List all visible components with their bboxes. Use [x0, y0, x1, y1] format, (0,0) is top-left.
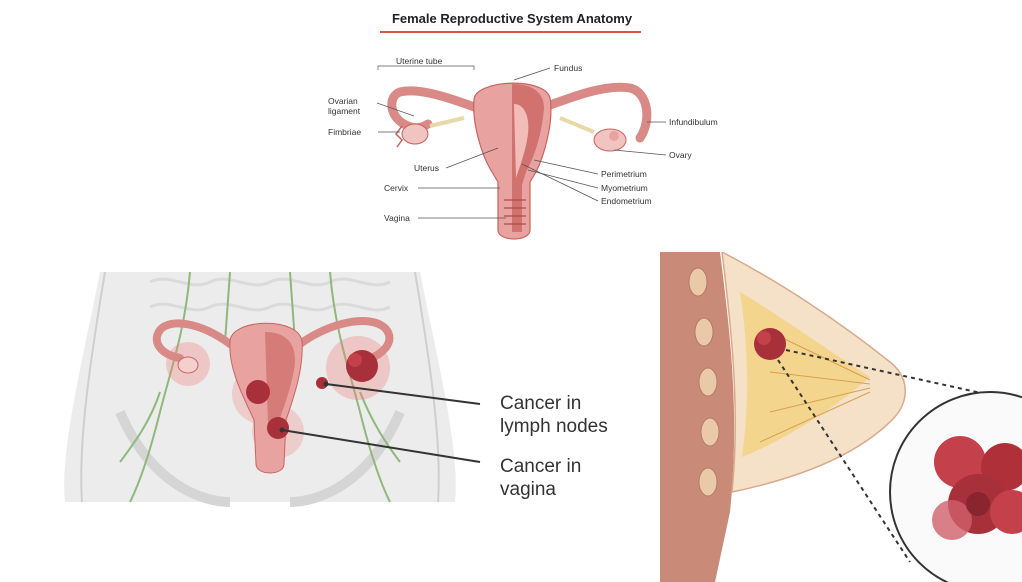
label-uterus: Uterus	[414, 163, 439, 173]
label-cancer-vagina-2: vagina	[500, 478, 556, 501]
label-endometrium: Endometrium	[601, 196, 652, 206]
breast-tumor-illustration	[660, 252, 1022, 582]
cancer-spread-panel: Cancer in lymph nodes Cancer in vagina	[0, 252, 642, 540]
label-uterine-tube: Uterine tube	[396, 56, 442, 66]
uterus-anatomy-illustration	[292, 0, 732, 250]
label-cancer-vagina-1: Cancer in	[500, 455, 581, 478]
label-perimetrium: Perimetrium	[601, 169, 647, 179]
label-cancer-lymph-2: lymph nodes	[500, 415, 608, 438]
label-vagina: Vagina	[384, 213, 410, 223]
label-ovarian-ligament-2: ligament	[328, 106, 360, 116]
label-ovary: Ovary	[669, 150, 692, 160]
anatomy-diagram-panel: Female Reproductive System Anatomy	[292, 0, 732, 250]
label-ovarian-ligament-1: Ovarian	[328, 96, 358, 106]
label-cancer-lymph-1: Cancer in	[500, 392, 581, 415]
label-infundibulum: Infundibulum	[669, 117, 718, 127]
breast-tumor-panel	[660, 252, 1022, 582]
label-fundus: Fundus	[554, 63, 582, 73]
label-cervix: Cervix	[384, 183, 408, 193]
label-fimbriae: Fimbriae	[328, 127, 361, 137]
label-myometrium: Myometrium	[601, 183, 648, 193]
